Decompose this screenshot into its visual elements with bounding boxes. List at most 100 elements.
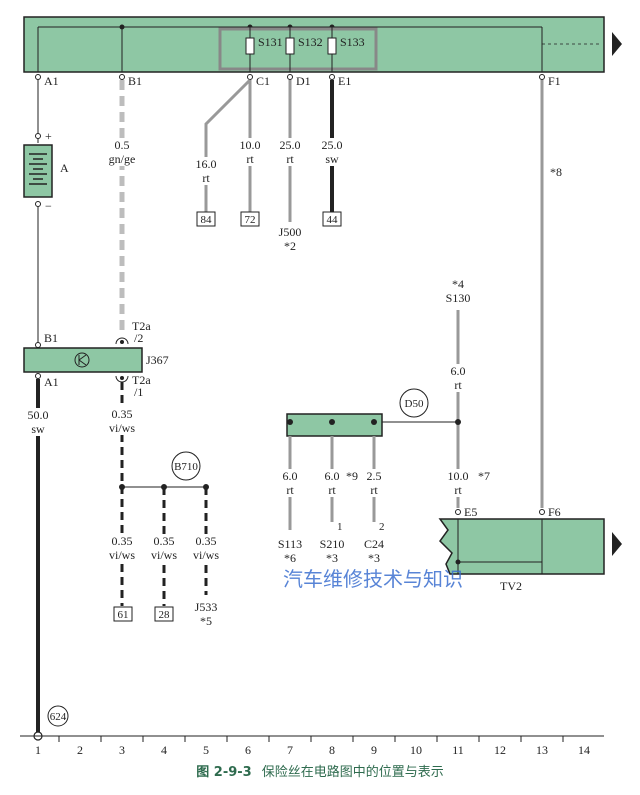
wire-color: gn/ge xyxy=(109,152,136,166)
wire-color: rt xyxy=(454,483,462,497)
fuse-label: S132 xyxy=(298,35,323,49)
grid-number: 12 xyxy=(494,743,506,757)
pin-label: A1 xyxy=(44,74,59,88)
grid-number: 5 xyxy=(203,743,209,757)
wire-size: 0.5 xyxy=(115,138,130,152)
footnote: *2 xyxy=(284,239,296,253)
wire-color: vi/ws xyxy=(109,548,135,562)
fuse-box xyxy=(218,27,378,71)
connector-84 xyxy=(196,211,216,227)
wire-color: vi/ws xyxy=(193,548,219,562)
fuse-s132: S132 xyxy=(285,27,323,72)
wire-size: 6.0 xyxy=(325,469,340,483)
wire-size: 25.0 xyxy=(280,138,301,152)
wire-color: sw xyxy=(325,152,339,166)
component-label: C24 xyxy=(364,537,384,551)
tv2-arrow-icon xyxy=(612,532,622,556)
grid-number: 1 xyxy=(35,743,41,757)
footnote: *4 xyxy=(452,277,464,291)
b710-splice: B710 xyxy=(171,451,201,481)
grid-number: 6 xyxy=(245,743,251,757)
svg-text:624: 624 xyxy=(50,711,67,723)
wire-size: 6.0 xyxy=(283,469,298,483)
wire-color: rt xyxy=(370,483,378,497)
wire-size: 6.0 xyxy=(451,364,466,378)
watermark: 汽车维修技术与知识 xyxy=(283,567,463,591)
wire-color: vi/ws xyxy=(151,548,177,562)
svg-text:B710: B710 xyxy=(174,461,198,473)
component-label: S113 xyxy=(278,537,302,551)
tv2-label: TV2 xyxy=(500,579,522,593)
connector-28 xyxy=(154,606,174,622)
wire-size: 16.0 xyxy=(196,157,217,171)
wire-size: 50.0 xyxy=(28,408,49,422)
grid-number: 10 xyxy=(410,743,422,757)
pin-label: 2 xyxy=(379,521,385,533)
grid-number: 11 xyxy=(452,743,464,757)
ground-624: 624 xyxy=(47,705,69,727)
battery-plus: + xyxy=(45,129,52,143)
battery-label: A xyxy=(60,161,69,175)
grid-number: 2 xyxy=(77,743,83,757)
wire-color: vi/ws xyxy=(109,421,135,435)
component-label: J500 xyxy=(279,225,302,239)
wire-color: rt xyxy=(202,171,210,185)
svg-text:61: 61 xyxy=(118,609,129,621)
footnote: *9 xyxy=(346,469,358,483)
wire-color: rt xyxy=(328,483,336,497)
svg-text:28: 28 xyxy=(159,609,171,621)
footnote: *3 xyxy=(368,551,380,565)
grid-number: 7 xyxy=(287,743,293,757)
connector-pin: /2 xyxy=(134,331,143,345)
svg-text:D50: D50 xyxy=(405,398,424,410)
pin-label: A1 xyxy=(44,375,59,389)
grid-number: 4 xyxy=(161,743,167,757)
d50-splice: D50 xyxy=(399,388,429,418)
wire-color: rt xyxy=(286,483,294,497)
fuse-label: S131 xyxy=(258,35,283,49)
wire-size: 10.0 xyxy=(240,138,261,152)
pin-label: E5 xyxy=(464,505,477,519)
grid-number: 8 xyxy=(329,743,335,757)
d50-busbar xyxy=(286,413,383,437)
wire-size: 10.0 xyxy=(448,469,469,483)
pin-label: 1 xyxy=(337,521,343,533)
wire-color: rt xyxy=(454,378,462,392)
svg-text:44: 44 xyxy=(327,214,339,226)
svg-text:84: 84 xyxy=(201,214,213,226)
battery-minus: − xyxy=(45,199,52,213)
connector-44 xyxy=(322,211,342,227)
j367-label: J367 xyxy=(146,353,169,367)
connector-61 xyxy=(113,606,133,622)
svg-text:72: 72 xyxy=(245,214,256,226)
pin-label: C1 xyxy=(256,74,270,88)
pin-label: F6 xyxy=(548,505,561,519)
pin-label: B1 xyxy=(44,331,58,345)
wire-color: rt xyxy=(286,152,294,166)
j367-symbol-icon xyxy=(74,352,90,368)
connector-label: T2a xyxy=(132,319,151,333)
tv2-block xyxy=(438,518,605,575)
pin-label: D1 xyxy=(296,74,311,88)
fuse-s131: S131 xyxy=(245,27,283,72)
wire-size: 2.5 xyxy=(367,469,382,483)
pin-label: E1 xyxy=(338,74,351,88)
footnote: *3 xyxy=(326,551,338,565)
grid-number: 14 xyxy=(578,743,590,757)
footnote: *6 xyxy=(284,551,296,565)
footnote: *5 xyxy=(200,614,212,628)
wire-size: 0.35 xyxy=(196,534,217,548)
grid-number: 13 xyxy=(536,743,548,757)
footnote: *8 xyxy=(550,165,562,179)
wire-color: rt xyxy=(246,152,254,166)
pin-label: B1 xyxy=(128,74,142,88)
footnote: *7 xyxy=(478,469,490,483)
wire-size: 0.35 xyxy=(112,407,133,421)
component-label: J533 xyxy=(195,600,218,614)
connector-72 xyxy=(240,211,260,227)
connector-pin: /1 xyxy=(134,385,143,399)
fuse-label: S133 xyxy=(340,35,365,49)
